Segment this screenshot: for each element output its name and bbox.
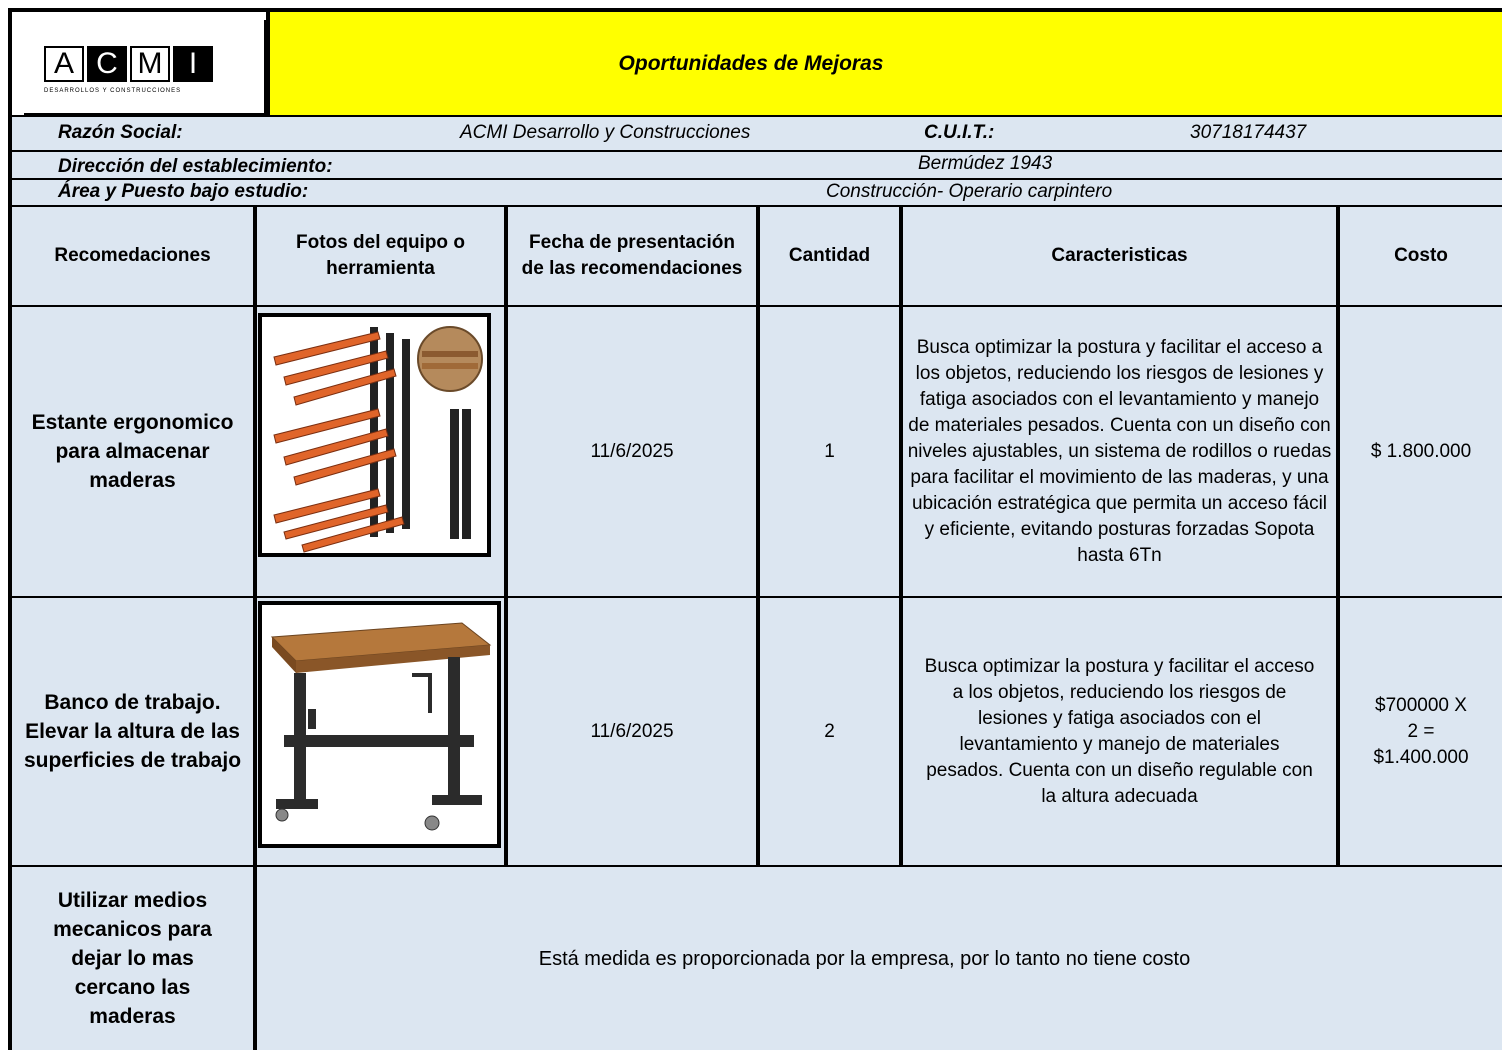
recomendacion-text: Estante ergonomico para almacenar madera… [31, 411, 234, 492]
row1-fecha: 11/6/2025 [508, 307, 756, 596]
logo-letter: C [87, 46, 127, 82]
cantidad-text: 2 [824, 720, 835, 742]
logo-letter: I [173, 46, 213, 82]
fecha-text: 11/6/2025 [590, 440, 674, 462]
area-label: Área y Puesto bajo estudio: [58, 181, 309, 202]
razon-label: Razón Social: [58, 122, 183, 143]
title-band: Oportunidades de Mejoras [270, 12, 1502, 115]
col-header-label: Recomedaciones [54, 245, 211, 266]
row2-fecha: 11/6/2025 [508, 598, 756, 865]
cantidad-text: 1 [824, 440, 835, 462]
col-header-label: Caracteristicas [1051, 245, 1188, 266]
row2-recomendacion: Banco de trabajo. Elevar la altura de la… [12, 598, 253, 865]
col-header-label: Cantidad [788, 245, 871, 266]
acmi-logo: A C M I DESARROLLOS Y CONSTRUCCIONES [20, 16, 264, 113]
direccion-value: Bermúdez 1943 [918, 153, 1053, 174]
caracteristicas-text: Busca optimizar la postura y facilitar e… [924, 655, 1315, 807]
col-header-fotos: Fotos del equipo o herramienta [257, 207, 504, 305]
page-title: Oportunidades de Mejoras [618, 51, 884, 75]
col-header-label: Costo [1394, 245, 1448, 266]
nota-text: Está medida es proporcionada por la empr… [538, 947, 1191, 970]
col-header-costo: Costo [1340, 207, 1502, 305]
logo-letter: M [130, 46, 170, 82]
info-row-area [12, 180, 1502, 205]
recomendacion-text: Utilizar medios mecanicos para dejar lo … [53, 889, 212, 1028]
row2-cantidad: 2 [760, 598, 899, 865]
info-row-direccion [12, 152, 1502, 178]
lumber-rack-photo [258, 313, 491, 557]
recomendacion-text: Banco de trabajo. Elevar la altura de la… [23, 691, 242, 772]
area-value: Construcción- Operario carpintero [826, 181, 1113, 202]
logo-tagline: DESARROLLOS Y CONSTRUCCIONES [44, 88, 182, 94]
row1-caracteristicas: Busca optimizar la postura y facilitar e… [903, 307, 1336, 596]
fecha-text: 11/6/2025 [590, 720, 674, 742]
logo-letters: A C M I [44, 46, 213, 82]
costo-text: $700000 X 2 = $1.400.000 [1373, 694, 1469, 768]
lumber-rack-image [273, 326, 483, 553]
col-header-label: Fecha de presentación de las recomendaci… [521, 232, 743, 279]
workbench-photo [258, 601, 501, 848]
workbench-image [270, 622, 492, 831]
cuit-label: C.U.I.T.: [924, 122, 995, 143]
costo-text: $ 1.800.000 [1370, 440, 1472, 462]
row3-recomendacion: Utilizar medios mecanicos para dejar lo … [12, 867, 253, 1050]
row1-recomendacion: Estante ergonomico para almacenar madera… [12, 307, 253, 596]
row2-costo: $700000 X 2 = $1.400.000 [1340, 598, 1502, 865]
col-header-cantidad: Cantidad [760, 207, 899, 305]
caracteristicas-text: Busca optimizar la postura y facilitar e… [907, 336, 1332, 566]
logo-letter: A [44, 46, 84, 82]
row1-costo: $ 1.800.000 [1340, 307, 1502, 596]
row1-cantidad: 1 [760, 307, 899, 596]
col-header-caracteristicas: Caracteristicas [903, 207, 1336, 305]
row2-caracteristicas: Busca optimizar la postura y facilitar e… [903, 598, 1336, 865]
row3-nota: Está medida es proporcionada por la empr… [257, 867, 1502, 1050]
direccion-label: Dirección del establecimiento: [58, 156, 333, 177]
razon-value: ACMI Desarrollo y Construcciones [460, 122, 751, 143]
col-header-fecha: Fecha de presentación de las recomendaci… [508, 207, 756, 305]
col-header-label: Fotos del equipo o herramienta [296, 232, 465, 279]
col-header-recomendaciones: Recomedaciones [12, 207, 253, 305]
cuit-value: 30718174437 [1190, 122, 1307, 143]
info-row-razon [12, 117, 1502, 150]
